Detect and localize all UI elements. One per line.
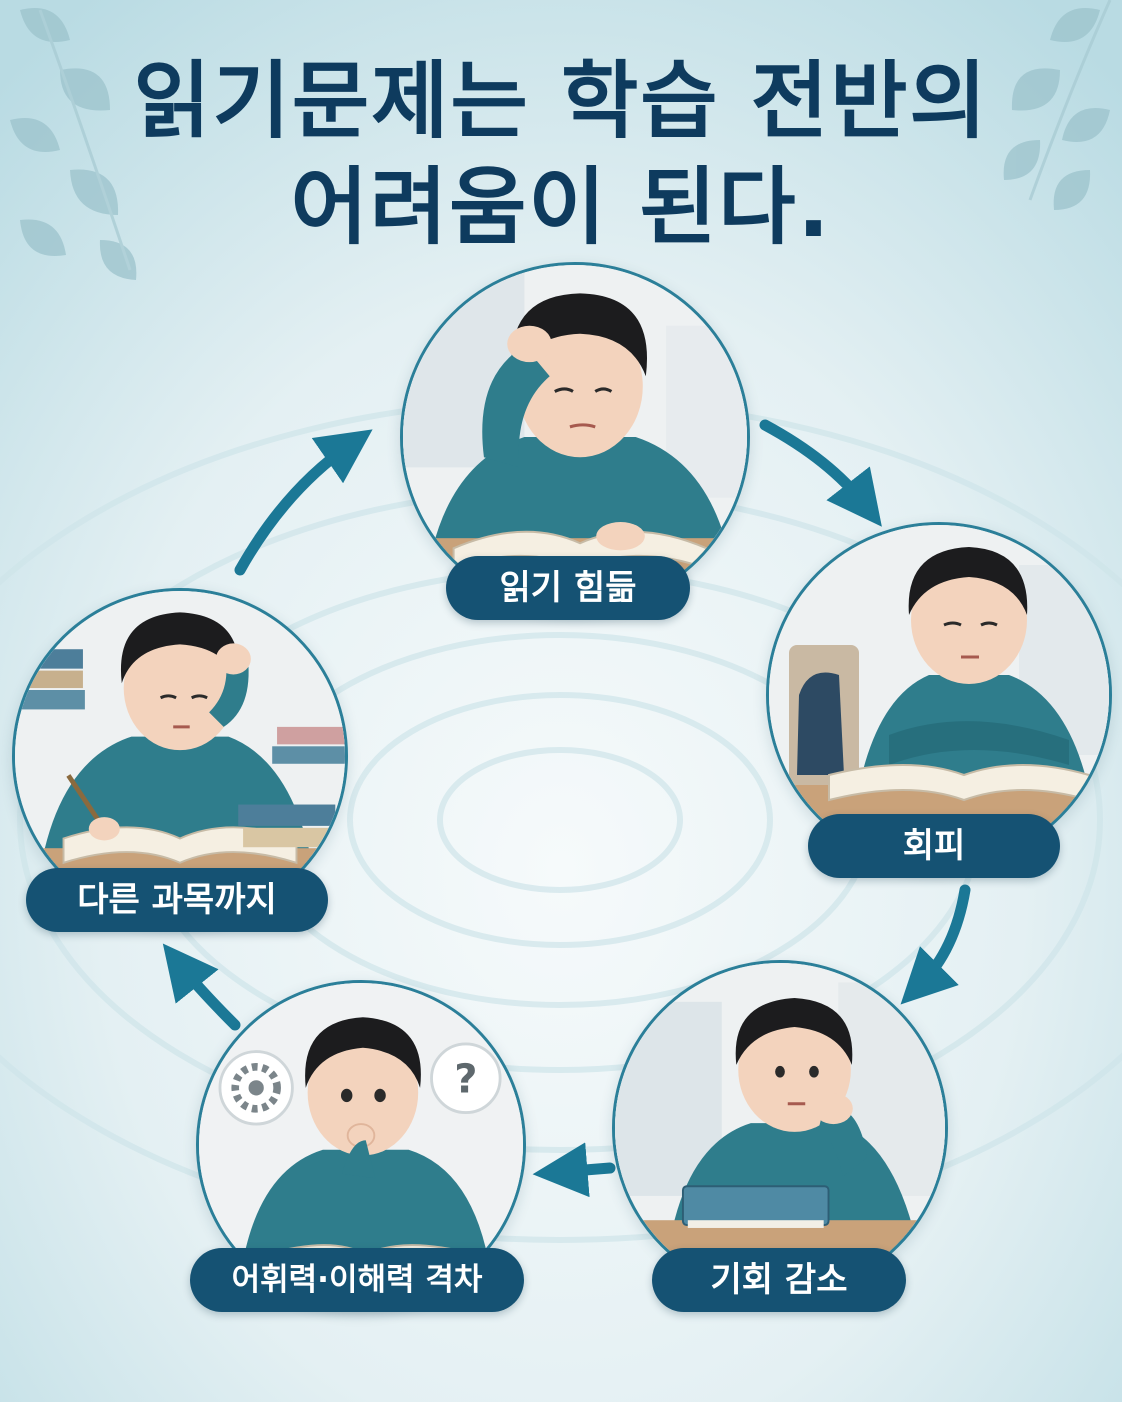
leaf-decoration-right <box>1003 0 1112 210</box>
title-line-1: 읽기문제는 학습 전반의 <box>133 52 989 150</box>
boy-chin-on-hand-illustration <box>615 963 945 1293</box>
cycle-label-vocabulary-gap: 어휘력·이해력 격차 <box>190 1248 524 1312</box>
cycle-label-avoidance: 회피 <box>808 814 1060 878</box>
cycle-label-other-subjects: 다른 과목까지 <box>26 868 328 932</box>
question-mark-icon: ? <box>454 1057 477 1103</box>
page-title: 읽기문제는 학습 전반의 어려움이 된다. <box>0 48 1122 260</box>
cycle-label-reading-difficulty: 읽기 힘듦 <box>446 556 690 620</box>
leaf-decoration-left <box>10 8 137 280</box>
cycle-label-fewer-opportunities: 기회 감소 <box>652 1248 906 1312</box>
title-line-2: 어려움이 된다. <box>290 158 832 256</box>
cycle-node-fewer-opportunities <box>612 960 948 1296</box>
